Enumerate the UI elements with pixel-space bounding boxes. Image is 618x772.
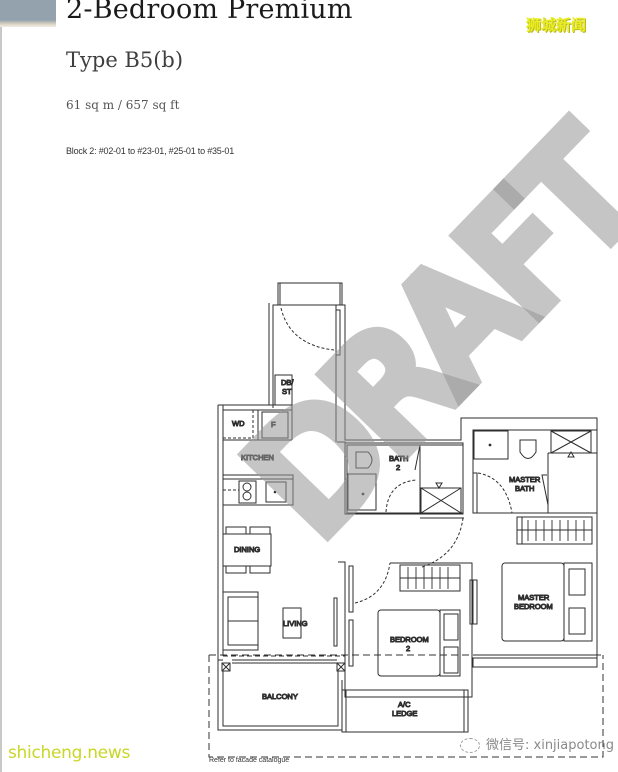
label-wd: WD bbox=[232, 419, 245, 428]
living-furniture bbox=[221, 591, 346, 672]
master-bedroom bbox=[472, 562, 598, 668]
label-dining: DINING bbox=[234, 545, 260, 554]
wechat-icon bbox=[460, 738, 480, 753]
unit-type: Type B5(b) bbox=[66, 48, 184, 72]
applicable-units: Block 2: #02-01 to #23-01, #25-01 to #35… bbox=[66, 146, 235, 156]
label-bath2-2: 2 bbox=[396, 463, 400, 472]
master-wardrobe bbox=[516, 516, 593, 545]
label-bath2-1: BATH bbox=[389, 454, 408, 463]
label-master-bedroom-1: MASTER bbox=[518, 593, 550, 602]
master-bath bbox=[472, 429, 598, 514]
bedroom-2 bbox=[338, 517, 474, 698]
label-kitchen: KITCHEN bbox=[241, 453, 274, 462]
label-ac-ledge-2: LEDGE bbox=[392, 709, 417, 718]
bath-2 bbox=[337, 441, 464, 519]
wechat-id: 微信号: xinjiapotong bbox=[486, 738, 614, 753]
label-master-bath-2: BATH bbox=[515, 484, 534, 493]
watermark-wechat: 微信号: xinjiapotong bbox=[460, 734, 614, 753]
label-bedroom2-1: BEDROOM bbox=[390, 635, 429, 644]
facade-outline bbox=[208, 654, 604, 758]
label-balcony: BALCONY bbox=[262, 692, 298, 701]
label-db-st-2: ST bbox=[282, 387, 292, 396]
brand-color-swatch bbox=[0, 0, 56, 27]
facade-note: Refer to facade catalogue bbox=[209, 757, 290, 764]
label-db-st-1: DB/ bbox=[281, 378, 294, 387]
watermark-site: shicheng.news bbox=[8, 743, 130, 763]
label-ac-ledge-1: A/C bbox=[398, 700, 411, 709]
label-bedroom2-2: 2 bbox=[406, 644, 410, 653]
kitchen-area bbox=[217, 404, 294, 661]
dining-set bbox=[222, 526, 272, 574]
label-living: LIVING bbox=[283, 619, 308, 628]
page-title: 2-Bedroom Premium bbox=[66, 0, 353, 25]
label-master-bedroom-2: BEDROOM bbox=[514, 602, 553, 611]
unit-area: 61 sq m / 657 sq ft bbox=[66, 98, 180, 112]
page-left-border bbox=[0, 0, 2, 772]
label-fridge: F bbox=[271, 420, 276, 429]
label-master-bath-1: MASTER bbox=[509, 475, 541, 484]
watermark-brand-cn: 狮城新闻 bbox=[526, 16, 587, 34]
